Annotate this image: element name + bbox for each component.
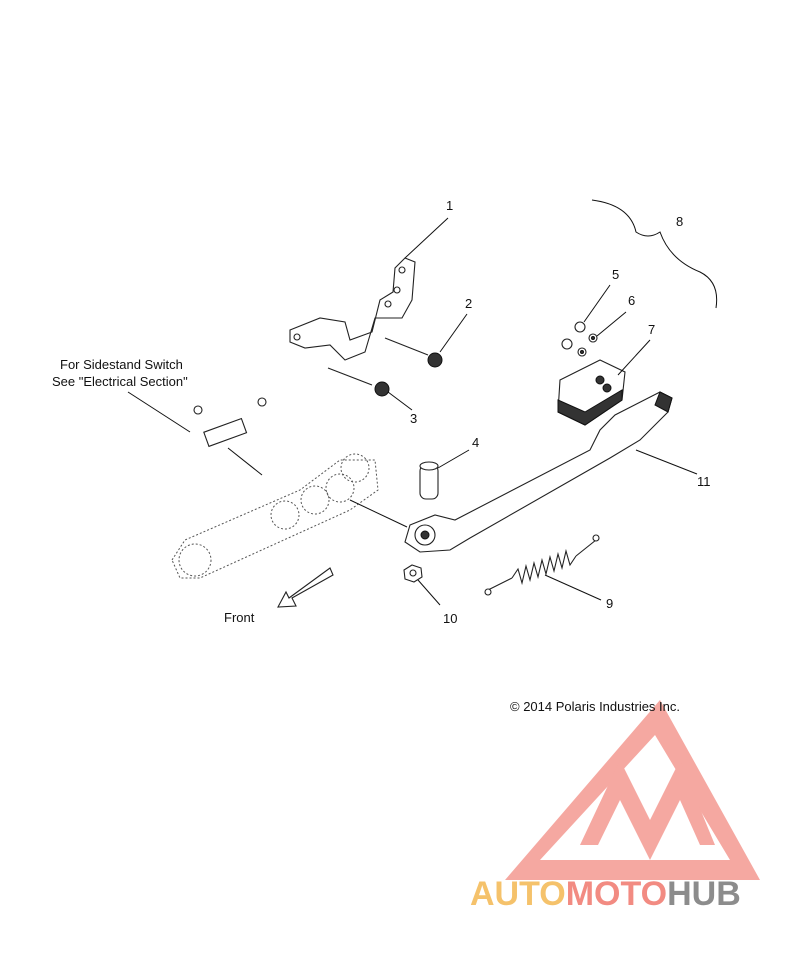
callout-7: 7 bbox=[648, 322, 655, 337]
watermark-text: AUTOMOTOHUB bbox=[470, 875, 741, 913]
part-bracket bbox=[289, 257, 416, 361]
watermark-moto: MOTO bbox=[566, 875, 667, 913]
callout-4: 4 bbox=[472, 435, 479, 450]
callout-11: 11 bbox=[697, 474, 711, 489]
switch-note-line1: For Sidestand Switch bbox=[60, 357, 183, 372]
callout-3: 3 bbox=[410, 411, 417, 426]
front-label: Front bbox=[224, 610, 255, 625]
copyright-text: © 2014 Polaris Industries Inc. bbox=[510, 699, 680, 714]
frame-ghost bbox=[171, 453, 379, 579]
part-bumpers-washers bbox=[561, 321, 598, 357]
watermark-m-icon bbox=[580, 760, 715, 860]
part-bolt-3 bbox=[327, 367, 390, 397]
callout-8: 8 bbox=[676, 214, 683, 229]
part-nut bbox=[403, 564, 423, 583]
callout-6: 6 bbox=[628, 293, 635, 308]
callout-5: 5 bbox=[612, 267, 619, 282]
part-sidestand bbox=[404, 391, 673, 553]
callout-1: 1 bbox=[446, 198, 453, 213]
callout-9: 9 bbox=[606, 596, 613, 611]
leader-lines bbox=[127, 199, 718, 606]
callout-2: 2 bbox=[465, 296, 472, 311]
watermark-triangle-icon bbox=[505, 700, 760, 880]
watermark-logo bbox=[505, 700, 760, 880]
watermark-auto: AUTO bbox=[470, 875, 566, 913]
callout-labels: 1 2 3 4 5 6 7 8 9 10 11 bbox=[410, 198, 711, 626]
switch-note-line2: See "Electrical Section" bbox=[52, 374, 188, 389]
front-arrow-icon bbox=[277, 567, 334, 608]
switch-assembly bbox=[193, 397, 267, 448]
part-bolt-2 bbox=[384, 337, 443, 368]
watermark-hub: HUB bbox=[667, 875, 741, 913]
callout-10: 10 bbox=[443, 611, 457, 626]
part-pivot-bolt bbox=[419, 461, 439, 500]
part-stop-block bbox=[557, 359, 626, 426]
part-spring bbox=[484, 534, 600, 596]
